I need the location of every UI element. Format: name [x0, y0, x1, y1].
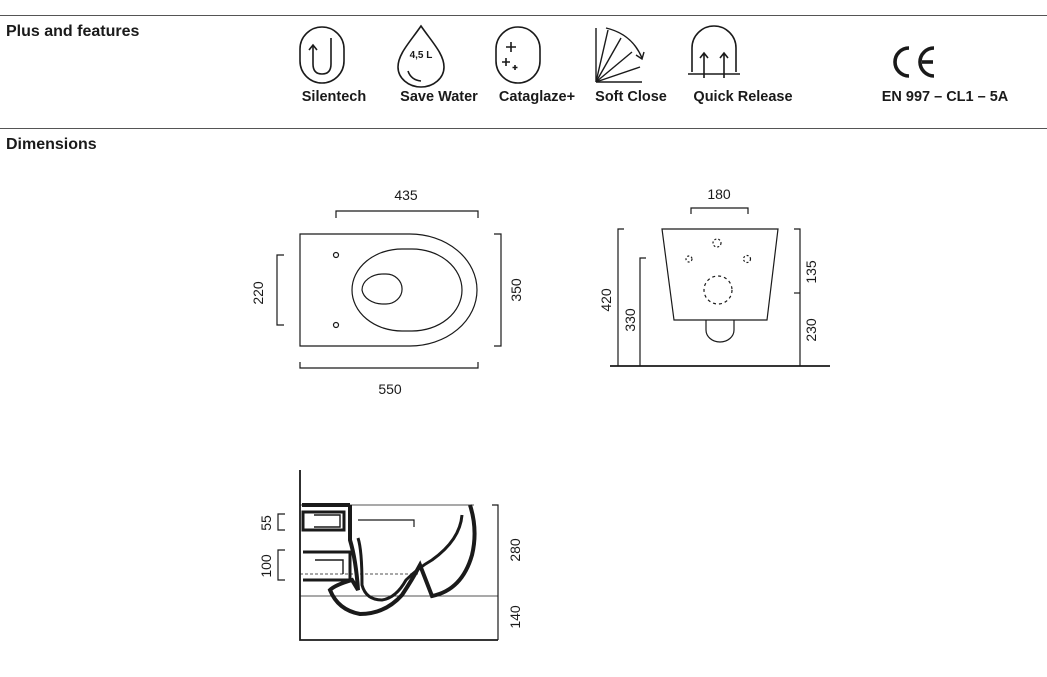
- feature-label-save-water: Save Water: [400, 89, 478, 105]
- features-heading: Plus and features: [6, 23, 140, 40]
- dim-rear-330: 330: [622, 308, 638, 332]
- feature-icons: 4,5 L: [299, 24, 935, 88]
- dim-top-220: 220: [250, 281, 266, 305]
- water-drop-icon: [397, 24, 445, 88]
- feature-label-silentech: Silentech: [301, 89, 367, 105]
- dimensions-heading: Dimensions: [6, 136, 97, 153]
- dim-top-550: 550: [378, 381, 402, 397]
- side-view-drawing: [277, 470, 499, 641]
- feature-label-quick-release: Quick Release: [693, 89, 793, 105]
- rear-view-drawing: [610, 207, 830, 367]
- soft-close-icon: [595, 27, 645, 83]
- dim-rear-420: 420: [598, 288, 614, 312]
- ce-mark-icon: [893, 46, 935, 78]
- dim-side-100: 100: [258, 554, 274, 578]
- feature-label-soft-close: Soft Close: [595, 89, 667, 105]
- dim-rear-180: 180: [707, 186, 731, 202]
- dim-top-435: 435: [394, 187, 418, 203]
- silentech-icon: [299, 26, 345, 84]
- dim-rear-135: 135: [803, 260, 819, 284]
- middle-divider: [0, 128, 1047, 129]
- dim-side-280: 280: [507, 538, 523, 562]
- dim-top-350: 350: [508, 278, 524, 302]
- cataglaze-icon: [495, 26, 541, 84]
- feature-label-cataglaze: Cataglaze+: [498, 89, 576, 105]
- dim-side-140: 140: [507, 605, 523, 629]
- water-badge: 4,5 L: [410, 50, 433, 61]
- dim-rear-230: 230: [803, 318, 819, 342]
- certification-label: EN 997 – CL1 – 5A: [881, 89, 1009, 105]
- top-view-drawing: [276, 210, 502, 369]
- top-divider: [0, 15, 1047, 16]
- dim-side-55: 55: [258, 515, 274, 531]
- quick-release-icon: [688, 25, 740, 78]
